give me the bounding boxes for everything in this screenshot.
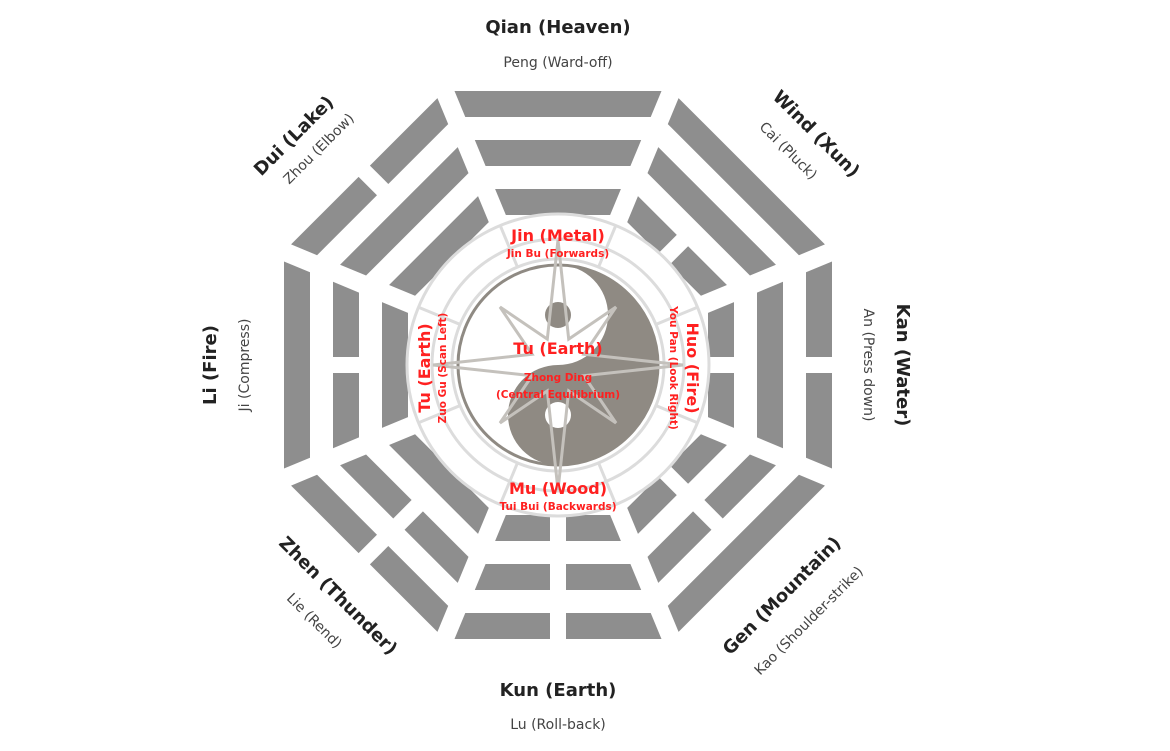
trigram-dui [291,98,489,296]
trigram-zhen [291,434,489,632]
trigram-xun [627,98,825,296]
ring-divider [441,315,461,326]
trigram-line-broken-half [369,546,449,632]
trigram-line-broken-half [806,373,832,469]
element-subtitle: (Central Equilibrium) [496,389,620,401]
element-title: Tu (Earth) [415,323,434,412]
trigram-line-broken-half [627,476,677,534]
ring-divider [508,462,519,482]
ring-divider [508,248,519,268]
label-kan: Kan (Water) An (Press down) [860,304,913,427]
ring-divider [655,315,675,326]
trigram-line-broken-half [566,613,662,639]
trigram-title: Kun (Earth) [500,680,617,701]
trigram-subtitle: Lu (Roll-back) [510,717,606,733]
trigram-line-solid [382,302,408,428]
trigram-line-solid [474,140,642,166]
trigram-line-broken-half [333,281,359,357]
trigram-line-solid [454,91,662,117]
trigram-line-broken-half [333,373,359,449]
element-ring [405,212,711,518]
ring-divider [597,248,608,268]
ring-divider [498,224,512,250]
trigram-line-broken-half [566,564,642,590]
trigram-line-broken-half [669,246,727,296]
trigram-gen [627,434,825,632]
trigram-title: Kan (Water) [892,304,913,427]
trigram-line-solid [495,189,621,215]
trigram-line-solid [667,474,825,632]
label-li: Li (Fire) Ji (Compress) [200,319,253,413]
label-kun: Kun (Earth) Lu (Roll-back) [500,680,617,733]
trigram-subtitle: Ji (Compress) [237,319,253,413]
trigram-line-broken-half [669,434,727,484]
ring-divider [604,480,618,506]
trigram-line-solid [389,434,489,534]
trigram-line-broken-half [340,454,412,519]
trigram-line-broken-half [474,564,550,590]
trigram-line-broken-half [404,511,469,583]
label-dui: Dui (Lake) Zhou (Elbow) [250,92,358,188]
trigram-line-broken-half [647,511,712,583]
element-subtitle: Zhong Ding [524,372,592,384]
element-earth-left: Tu (Earth) Zuo Gu (Scan Left) [415,313,449,424]
ring-divider [673,305,699,319]
element-subtitle: Zuo Gu (Scan Left) [437,313,449,424]
element-metal: Jin (Metal) Jin Bu (Forwards) [506,226,609,260]
trigram-line-broken-half [291,474,377,554]
trigram-line-broken-half [566,515,621,541]
trigram-line-solid [284,261,310,469]
ring-divider [441,404,461,415]
ring-inner [450,257,666,473]
trigram-line-solid [757,281,783,449]
element-subtitle: Tui Bui (Backwards) [499,501,616,513]
element-title: Jin (Metal) [510,226,605,245]
trigram-line-broken-half [369,98,449,184]
element-fire: Huo (Fire) You Pan (Look Right) [667,305,702,430]
element-title: Mu (Wood) [509,479,607,498]
ring-divider [673,411,699,425]
ring-divider [498,480,512,506]
trigram-kun [454,515,662,639]
trigram-line-broken-half [495,515,550,541]
trigram-line-solid [647,147,776,276]
trigram-line-broken-half [708,302,734,357]
trigram-title: Qian (Heaven) [485,17,630,38]
trigram-subtitle: Peng (Ward-off) [503,55,612,71]
ring-divider [417,411,443,425]
ring-outer [405,212,711,518]
ring-divider [597,462,608,482]
element-title: Tu (Earth) [513,339,602,358]
yin-yang-icon [432,239,684,491]
ring-divider [604,224,618,250]
trigram-line-solid [340,147,469,276]
trigram-line-solid [389,196,489,296]
trigram-qian [454,91,662,215]
trigram-subtitle: An (Press down) [860,309,876,422]
trigram-kan [708,261,832,469]
trigram-li [284,261,408,469]
star-icon [432,239,684,491]
trigram-line-broken-half [704,454,776,519]
element-title: Huo (Fire) [683,322,702,413]
ring-divider [417,305,443,319]
trigram-line-broken-half [291,176,377,256]
trigram-bars [284,91,832,639]
ring-divider [655,404,675,415]
trigram-line-solid [667,98,825,256]
trigram-line-broken-half [708,373,734,428]
element-subtitle: You Pan (Look Right) [667,305,679,430]
label-zhen: Zhen (Thunder) Lie (Rend) [274,533,401,660]
trigram-line-broken-half [627,196,677,254]
trigram-line-broken-half [454,613,550,639]
element-wood: Mu (Wood) Tui Bui (Backwards) [499,479,616,513]
ring-middle [430,237,686,493]
label-xun: Wind (Xun) Cai (Pluck) [756,86,864,183]
element-subtitle: Jin Bu (Forwards) [506,248,609,260]
trigram-title: Li (Fire) [200,325,221,405]
trigram-line-broken-half [806,261,832,357]
element-center: Tu (Earth) Zhong Ding (Central Equilibri… [496,339,620,401]
label-qian: Qian (Heaven) Peng (Ward-off) [485,17,630,71]
